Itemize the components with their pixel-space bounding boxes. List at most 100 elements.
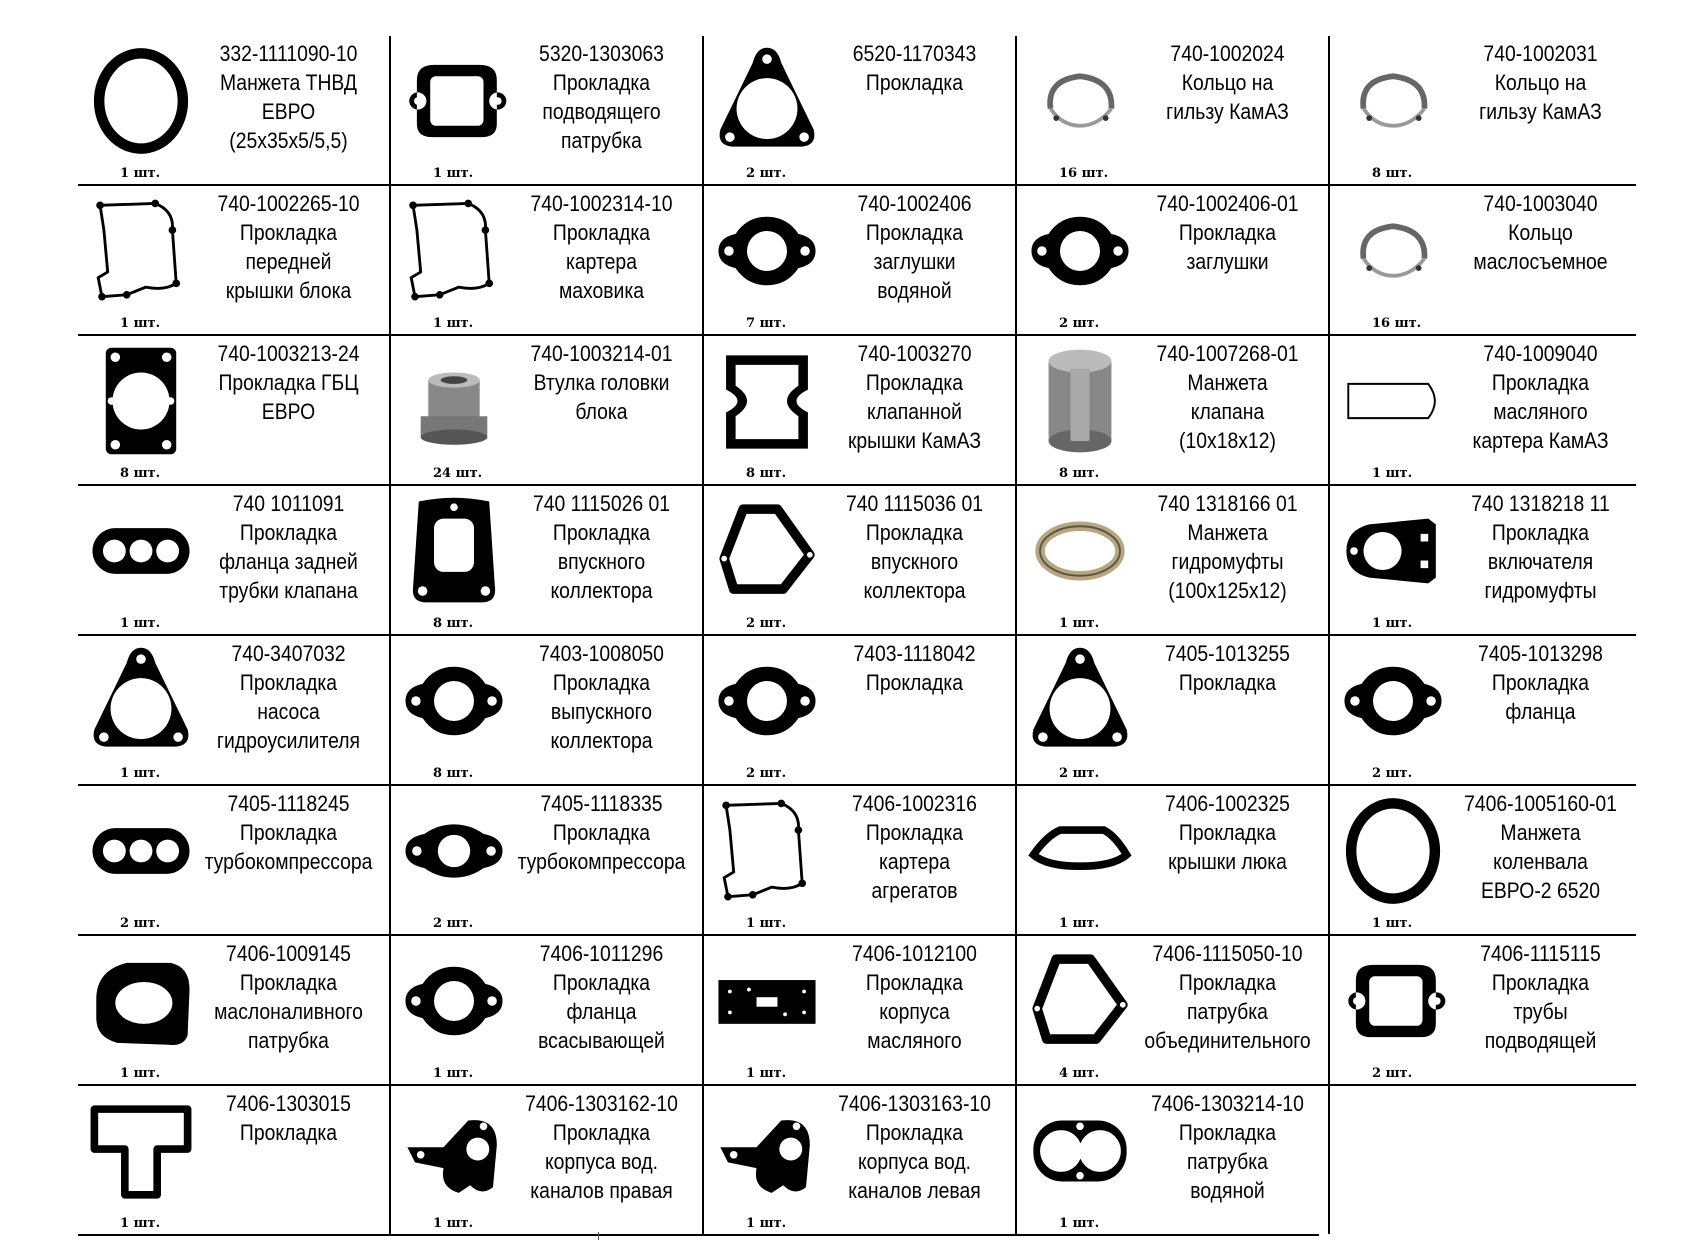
part-code: 740-1003213-24 [217, 341, 360, 366]
part-name-line: Прокладка [239, 670, 338, 695]
part-quantity: 16 шт. [1059, 166, 1109, 181]
part-code: 7406-1002325 [1165, 791, 1290, 816]
part-code: 7403-1008050 [539, 641, 664, 666]
part-code: 740-1003040 [1483, 191, 1598, 216]
part-code: 7406-1303162-10 [525, 1091, 678, 1116]
triangle-gasket-icon [712, 42, 822, 160]
part-code: 7406-1115115 [1480, 941, 1601, 966]
part-code: 7405-1013298 [1478, 641, 1603, 666]
part-quantity: 1 шт. [1372, 616, 1413, 631]
rect-gasket-icon [1338, 942, 1448, 1060]
part-quantity: 8 шт. [746, 466, 787, 481]
part-quantity: 1 шт. [746, 1216, 787, 1231]
part-name-line: Прокладка [552, 970, 651, 995]
part-name-line: коллектора [550, 578, 653, 603]
part-name-line: Прокладка ГБЦ [218, 370, 359, 395]
flange-gasket-icon [712, 642, 822, 760]
part-quantity: 1 шт. [120, 1066, 161, 1081]
part-name-line: корпуса вод. [544, 1149, 659, 1174]
part-name-line: фланца [566, 999, 637, 1024]
filler-gasket-icon [86, 942, 196, 1060]
flange-gasket-icon [1338, 642, 1448, 760]
part-code: 7406-1002316 [852, 791, 977, 816]
part-name-line: Прокладка [1491, 520, 1590, 545]
part-name-line: патрубка [248, 1028, 329, 1053]
part-name-line: Кольцо на [1494, 70, 1587, 95]
triangle-gasket-icon [1025, 642, 1135, 760]
part-name-line: маслосъемное [1473, 249, 1608, 274]
part-name-line: Прокладка [239, 220, 338, 245]
part-quantity: 1 шт. [746, 1066, 787, 1081]
part-code: 7406-1005160-01 [1464, 791, 1617, 816]
part-code: 740-1003214-01 [530, 341, 673, 366]
part-quantity: 24 шт. [433, 466, 483, 481]
part-name-line: маслоналивного [214, 999, 363, 1024]
part-code: 740-1003270 [857, 341, 972, 366]
part-code: 7406-1012100 [852, 941, 977, 966]
part-name-line: Прокладка [865, 220, 964, 245]
channel-gasket-icon [712, 1092, 822, 1210]
outline-gasket-icon [86, 192, 196, 310]
ring-seal-icon [86, 42, 196, 160]
three-hole-gasket-icon [86, 792, 196, 910]
part-name-line: турбокомпрессора [517, 849, 686, 874]
part-name-line: Прокладка [239, 520, 338, 545]
t-gasket-icon [86, 1092, 196, 1210]
split-ring-icon [1025, 42, 1135, 160]
part-name-line: каналов правая [530, 1178, 673, 1203]
part-name-line: турбокомпрессора [204, 849, 373, 874]
part-name-line: Прокладка [239, 820, 338, 845]
part-quantity: 1 шт. [120, 1216, 161, 1231]
part-name-line: ЕВРО [261, 99, 316, 124]
part-name-line: корпуса [879, 999, 950, 1024]
part-quantity: 2 шт. [1372, 766, 1413, 781]
part-name-line: Прокладка [552, 220, 651, 245]
part-name-line: объединительного [1144, 1028, 1311, 1053]
part-code: 740-1002024 [1170, 41, 1285, 66]
part-quantity: 1 шт. [1372, 466, 1413, 481]
part-name-line: Прокладка [552, 820, 651, 845]
part-name-line: подводящей [1484, 1028, 1597, 1053]
part-name-line: трубки клапана [219, 578, 358, 603]
flange-gasket-icon [1025, 192, 1135, 310]
flange-gasket-icon [399, 942, 509, 1060]
split-ring-icon [1338, 192, 1448, 310]
part-name-line: картера КамАЗ [1472, 428, 1609, 453]
part-code: 7405-1118245 [227, 791, 350, 816]
part-name-line: выпускного [550, 699, 653, 724]
flange-gasket-icon [712, 192, 822, 310]
part-name-line: крышки КамАЗ [847, 428, 982, 453]
part-quantity: 1 шт. [120, 316, 161, 331]
part-code: 7406-1011296 [539, 941, 664, 966]
part-code: 5320-1303063 [539, 41, 664, 66]
